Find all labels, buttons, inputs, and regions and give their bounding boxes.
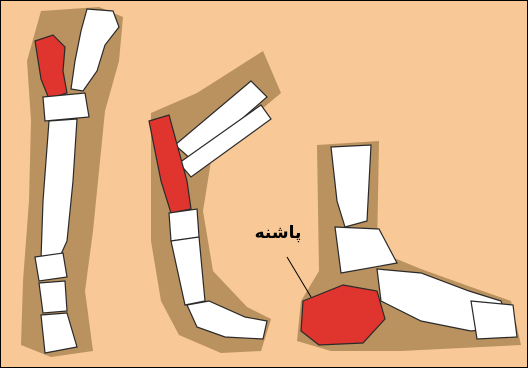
horse-ankle-bones [43, 93, 89, 121]
dog-leg [149, 51, 281, 353]
heel-label: پاشنه [247, 223, 309, 243]
human-foot [287, 141, 521, 351]
horse-leg [21, 7, 123, 357]
dog-ankle-bones [169, 209, 199, 241]
horse-fetlock-bone [35, 253, 67, 281]
horse-pastern-bone [39, 281, 67, 313]
heel-pointer-line [287, 257, 311, 297]
human-toes [471, 301, 517, 339]
